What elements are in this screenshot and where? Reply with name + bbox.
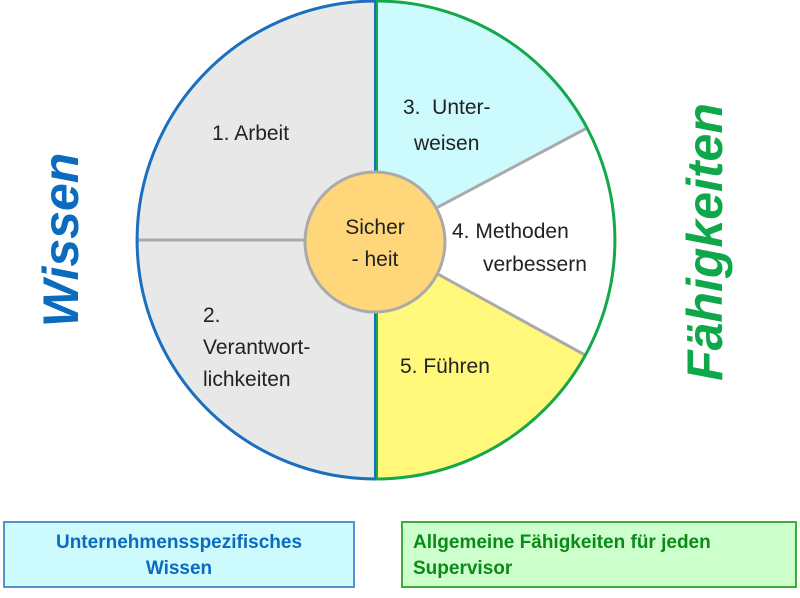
box-allgemeine-faehigkeiten: Allgemeine Fähigkeiten für jeden Supervi… bbox=[401, 521, 797, 588]
box-left-line2: Wissen bbox=[145, 558, 213, 579]
center-label-1: Sicher bbox=[345, 216, 405, 239]
box-left-line1: Unternehmensspezifisches bbox=[55, 532, 303, 553]
segment-arbeit bbox=[137, 1, 376, 240]
center-circle bbox=[303, 170, 447, 314]
label-verantwortlichkeiten-2: Verantwort- bbox=[203, 336, 310, 359]
side-label-wissen: Wissen bbox=[33, 153, 89, 328]
segment-verantwortlichkeiten bbox=[137, 240, 376, 479]
label-verantwortlichkeiten-1: 2. bbox=[203, 304, 221, 327]
label-methoden-1: 4. Methoden bbox=[452, 220, 569, 243]
outline-left bbox=[135, 0, 377, 481]
segment-unterweisen bbox=[376, 1, 587, 240]
label-arbeit: 1. Arbeit bbox=[212, 122, 289, 145]
box-unternehmensspezifisches-wissen: Unternehmensspezifisches Wissen bbox=[3, 521, 355, 588]
center-label-2: - heit bbox=[352, 248, 399, 271]
label-unterweisen-1: 3. Unter- bbox=[403, 96, 491, 119]
box-right-line2: Supervisor bbox=[413, 558, 513, 579]
box-right-line1: Allgemeine Fähigkeiten für jeden bbox=[413, 532, 711, 553]
label-unterweisen-2: weisen bbox=[413, 132, 479, 155]
outline-right bbox=[375, 0, 617, 481]
label-verantwortlichkeiten-3: lichkeiten bbox=[203, 368, 291, 391]
segment-methoden bbox=[376, 128, 615, 355]
side-label-faehigkeiten: Fähigkeiten bbox=[677, 103, 733, 381]
label-fuehren: 5. Führen bbox=[400, 355, 490, 378]
label-methoden-2: verbessern bbox=[483, 253, 587, 276]
